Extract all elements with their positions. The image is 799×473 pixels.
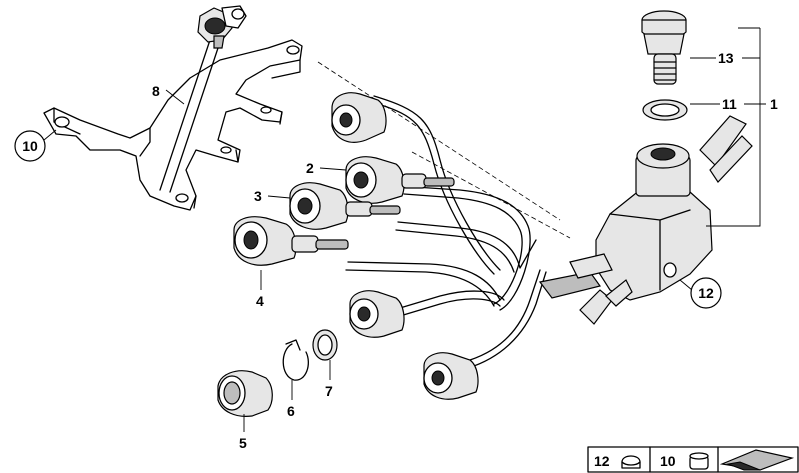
callout-1: 1	[770, 96, 778, 112]
callout-7: 7	[325, 383, 333, 399]
svg-text:2: 2	[306, 160, 314, 176]
legend-symbol	[719, 449, 795, 471]
legend-item-10: 10	[660, 452, 709, 470]
bracket-part-8	[43, 5, 303, 211]
connector-part-3	[289, 182, 401, 230]
svg-text:12: 12	[698, 285, 714, 301]
svg-text:13: 13	[718, 50, 734, 66]
callout-13: 13	[718, 50, 734, 66]
leader-lines	[43, 27, 766, 432]
svg-text:10: 10	[22, 138, 38, 154]
svg-text:11: 11	[722, 96, 737, 112]
pump-housing-part-1	[538, 115, 753, 325]
callout-2: 2	[306, 160, 314, 176]
connector-part-4	[233, 216, 349, 266]
legend-strip: 12 10	[587, 446, 799, 473]
washer-part-11	[642, 99, 688, 121]
legend-item-12: 12	[594, 453, 641, 469]
callout-8: 8	[152, 83, 160, 99]
svg-text:4: 4	[256, 293, 264, 309]
clip-part-6	[282, 339, 309, 381]
callout-11: 11	[722, 96, 737, 112]
svg-text:6: 6	[287, 403, 295, 419]
svg-text:5: 5	[239, 435, 247, 451]
svg-text:10: 10	[660, 453, 676, 469]
callout-3: 3	[254, 188, 262, 204]
svg-text:1: 1	[770, 96, 778, 112]
connector-part-2	[345, 156, 455, 204]
callout-5: 5	[239, 435, 247, 451]
svg-text:3: 3	[254, 188, 262, 204]
callout-6: 6	[287, 403, 295, 419]
pipe-end-bottom	[423, 352, 479, 400]
svg-text:7: 7	[325, 383, 333, 399]
pipe-end-top	[331, 92, 387, 143]
sleeve-part-5	[217, 370, 273, 417]
svg-text:12: 12	[594, 453, 610, 469]
svg-text:8: 8	[152, 83, 160, 99]
ring-part-7	[312, 329, 338, 361]
nozzle-part-13	[641, 10, 687, 85]
callout-12: 12	[690, 277, 722, 309]
pipe-end-middle	[349, 290, 405, 338]
injection-pipes	[345, 95, 547, 369]
callout-4: 4	[256, 293, 264, 309]
callout-10: 10	[14, 130, 46, 162]
